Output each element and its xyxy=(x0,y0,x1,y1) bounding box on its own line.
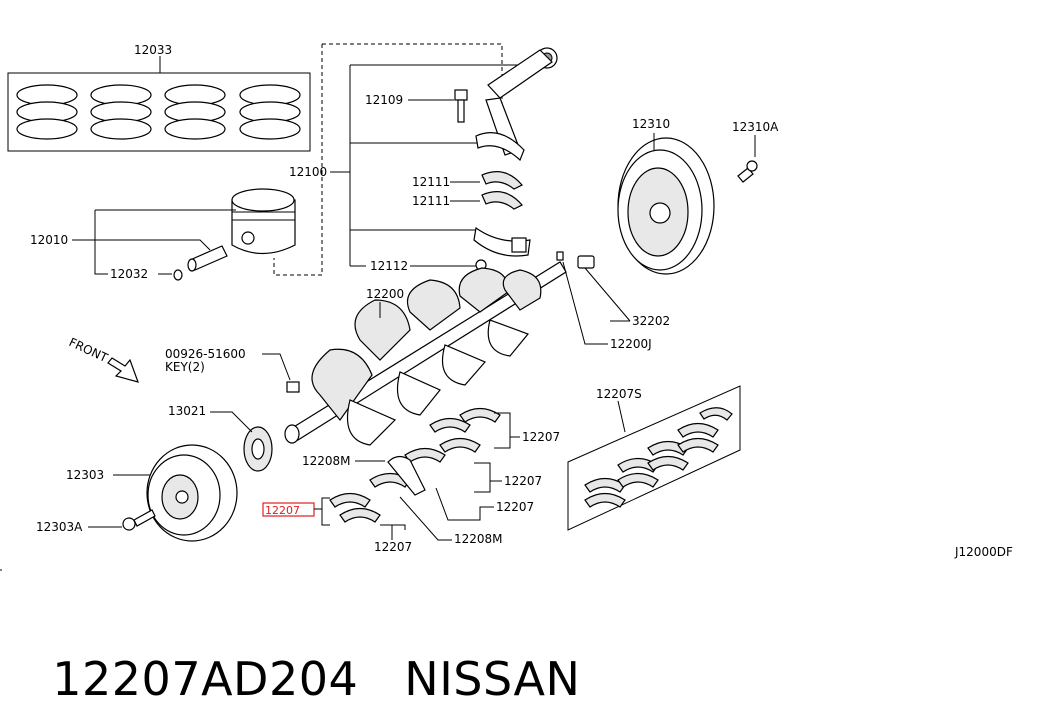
label-12207-b: 12207 xyxy=(504,474,542,488)
label-12111-upper: 12111 xyxy=(412,175,450,189)
crank-sprocket xyxy=(243,426,273,472)
label-12200: 12200 xyxy=(366,287,404,301)
label-12310A: 12310A xyxy=(732,120,779,134)
label-12200J: 12200J xyxy=(610,337,652,351)
piston xyxy=(231,188,296,254)
label-12310: 12310 xyxy=(632,117,670,131)
label-12032: 12032 xyxy=(110,267,148,281)
highlighted-part-label[interactable]: 12207 xyxy=(262,502,315,517)
snap-ring xyxy=(173,269,183,281)
label-12111-lower: 12111 xyxy=(412,194,450,208)
label-12207-c: 12207 xyxy=(496,500,534,514)
label-12109: 12109 xyxy=(365,93,403,107)
label-13021: 13021 xyxy=(168,404,206,418)
label-12100: 12100 xyxy=(289,165,327,179)
pulley-bolt xyxy=(122,509,156,531)
crank-pin xyxy=(556,251,564,261)
con-rod-cap xyxy=(473,226,531,257)
label-12208M-lower: 12208M xyxy=(454,532,503,546)
piston-pin xyxy=(187,245,228,272)
label-12033: 12033 xyxy=(134,43,172,57)
diagram-code: J12000DF xyxy=(954,545,1013,559)
brand-name: NISSAN xyxy=(404,652,581,706)
part-caption: 12207AD204 NISSAN xyxy=(22,598,580,706)
flywheel xyxy=(617,137,715,275)
label-32202: 32202 xyxy=(632,314,670,328)
label-front: FRONT xyxy=(67,335,111,365)
label-12112: 12112 xyxy=(370,259,408,273)
label-12207-a: 12207 xyxy=(522,430,560,444)
piston-ring-set xyxy=(7,56,311,152)
label-12208M-upper: 12208M xyxy=(302,454,351,468)
label-12010: 12010 xyxy=(30,233,68,247)
con-rod-bearing xyxy=(481,171,523,210)
main-bearings xyxy=(329,407,501,523)
label-12207-highlighted: 12207 xyxy=(265,504,300,517)
label-12303: 12303 xyxy=(66,468,104,482)
crankshaft xyxy=(284,261,567,446)
label-00926-51600: 00926-51600 xyxy=(165,347,246,361)
flywheel-bolt xyxy=(737,160,758,183)
connecting-rod xyxy=(475,47,558,162)
crank-pulley xyxy=(146,444,238,542)
parts-diagram: 12033 12010 12032 12100 12109 xyxy=(0,43,1013,571)
con-rod-bolt xyxy=(454,89,468,123)
front-arrow-icon: FRONT xyxy=(67,335,139,383)
label-12207-d: 12207 xyxy=(374,540,412,554)
woodruff-key xyxy=(286,381,300,393)
label-key: KEY(2) xyxy=(165,360,205,374)
pilot-bushing xyxy=(577,255,595,269)
part-number: 12207AD204 xyxy=(52,652,359,706)
label-12207S: 12207S xyxy=(596,387,642,401)
label-12303A: 12303A xyxy=(36,520,83,534)
bearing-set-box xyxy=(567,385,741,531)
